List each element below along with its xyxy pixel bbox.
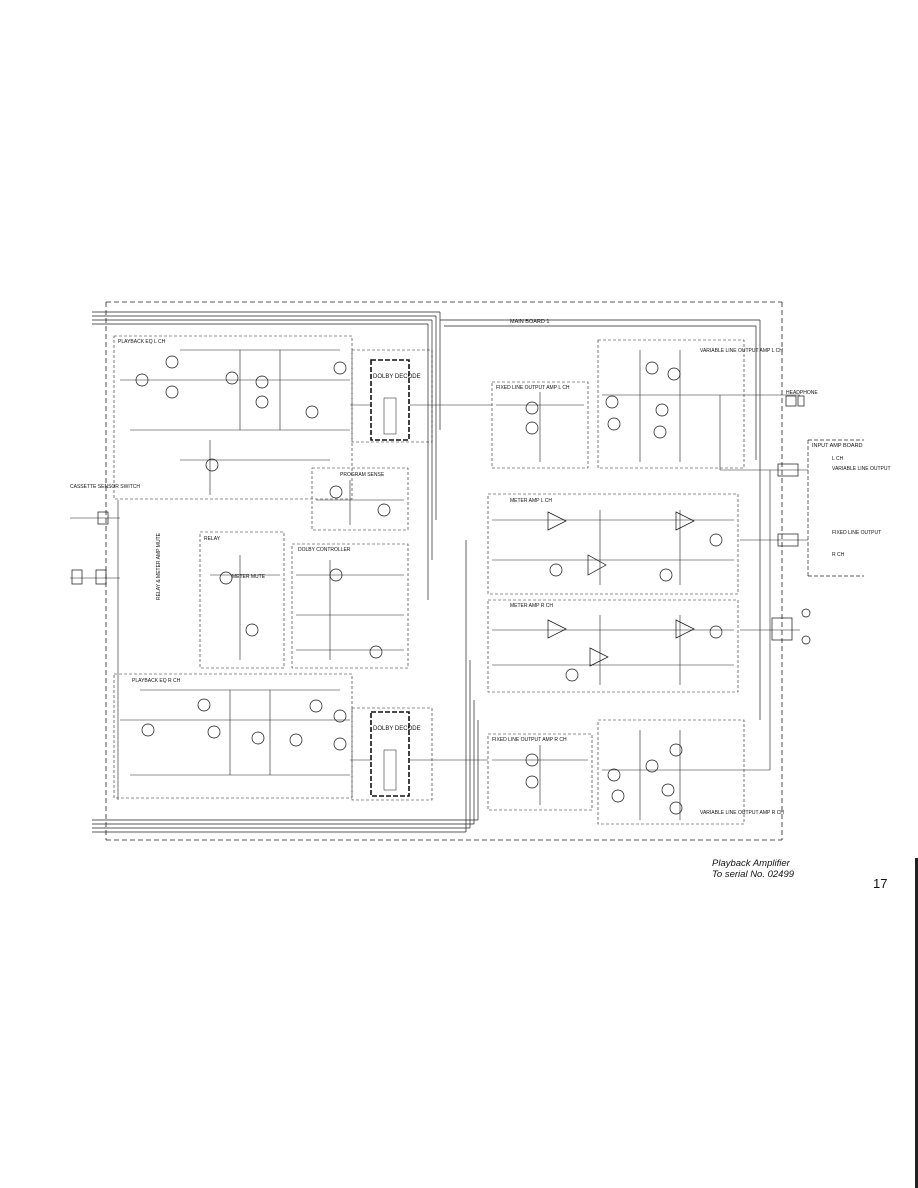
fixed-line-r-block bbox=[487, 733, 593, 811]
dolby-decode-chips bbox=[370, 359, 410, 797]
dolby-decode-l-label: DOLBY DECODE bbox=[373, 374, 421, 380]
main-board-outline bbox=[105, 301, 783, 841]
caption: Playback Amplifier To serial No. 02499 bbox=[712, 858, 794, 880]
l-ch-label: L CH bbox=[832, 456, 844, 462]
op-amp-icons bbox=[547, 511, 695, 667]
meter-amp-r-label: METER AMP R CH bbox=[510, 603, 553, 609]
dolby-decode-r-label: DOLBY DECODE bbox=[373, 726, 421, 732]
program-sense-label: PROGRAM SENSE bbox=[340, 472, 385, 478]
meter-amp-l-block bbox=[487, 493, 739, 595]
connector-icons bbox=[71, 395, 811, 645]
relay-label: RELAY bbox=[204, 536, 221, 542]
playback-eq-l-label: PLAYBACK EQ L CH bbox=[118, 339, 166, 345]
r-ch-label: R CH bbox=[832, 552, 845, 558]
program-sense-block bbox=[311, 467, 409, 531]
variable-line-output-label: VARIABLE LINE OUTPUT bbox=[832, 466, 891, 472]
meter-amp-l-label: METER AMP L CH bbox=[510, 498, 552, 504]
caption-line-2: To serial No. 02499 bbox=[712, 869, 795, 880]
block-frames bbox=[113, 335, 745, 825]
headphone-label: HEADPHONE bbox=[786, 390, 818, 396]
cassette-sensor-label: CASSETTE SENSOR SWITCH bbox=[70, 484, 140, 490]
relay-mute-label: RELAY & METER AMP MUTE bbox=[156, 532, 162, 600]
binding-edge bbox=[915, 858, 918, 1188]
page-number: 17 bbox=[873, 876, 888, 891]
relay-block bbox=[199, 531, 285, 669]
fixed-line-output-label: FIXED LINE OUTPUT bbox=[832, 530, 881, 536]
variable-line-r-block bbox=[597, 719, 745, 825]
variable-line-l-block bbox=[597, 339, 745, 469]
playback-eq-r-label: PLAYBACK EQ R CH bbox=[132, 678, 181, 684]
variable-line-r-label: VARIABLE LINE OUTPUT AMP R CH bbox=[700, 810, 784, 816]
fixed-line-l-block bbox=[491, 381, 589, 469]
fixed-line-r-label: FIXED LINE OUTPUT AMP R CH bbox=[492, 737, 567, 743]
bus-lines bbox=[92, 311, 761, 833]
caption-line-1: Playback Amplifier bbox=[712, 858, 790, 869]
dolby-controller-block bbox=[291, 543, 409, 669]
transistor-icons bbox=[135, 355, 723, 815]
input-amp-board-outline bbox=[807, 439, 864, 577]
dolby-controller-label: DOLBY CONTROLLER bbox=[298, 547, 351, 553]
main-board-label: MAIN BOARD 1 bbox=[510, 319, 549, 325]
fixed-line-l-label: FIXED LINE OUTPUT AMP L CH bbox=[496, 385, 570, 391]
playback-eq-l-block bbox=[113, 335, 353, 500]
meter-mute-label: METER MUTE bbox=[232, 574, 266, 580]
meter-amp-r-block bbox=[487, 599, 739, 693]
variable-line-l-label: VARIABLE LINE OUTPUT AMP L CH bbox=[700, 348, 783, 354]
input-amp-board-label: INPUT AMP BOARD bbox=[812, 443, 863, 449]
dolby-decode-l-block bbox=[351, 349, 433, 443]
dolby-decode-r-block bbox=[351, 707, 433, 801]
wiring bbox=[70, 349, 808, 820]
